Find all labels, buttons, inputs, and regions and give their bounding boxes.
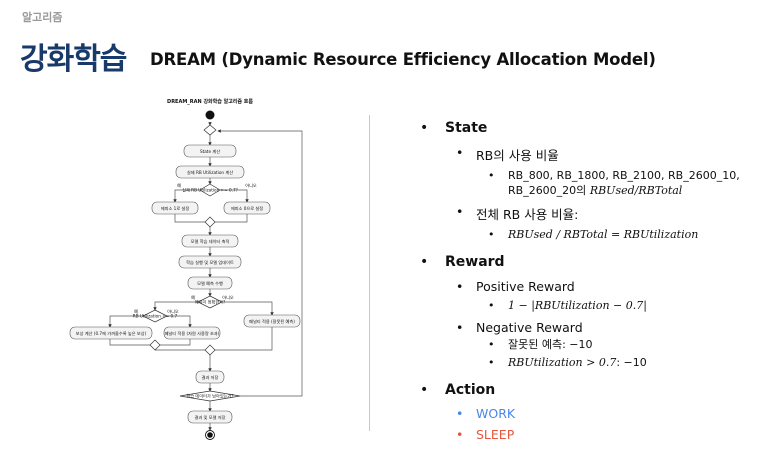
cond-3-no: 아니오 (167, 308, 179, 315)
bullet-negative-2: •RBUtilization > 0.7: −10 (488, 356, 647, 369)
page-title: 강화학습 (20, 42, 127, 77)
bullet-positive-formula: •1 − |RBUtilization − 0.7| (488, 299, 647, 312)
cond-2: 예측이 정확한가? (195, 298, 226, 305)
bullet-state: •State (420, 120, 488, 136)
node-reward: 보상 계산 (0.7에 가까울수록 높은 보상) (76, 330, 147, 337)
cond-4: 학습 데이터가 남아있는가? (186, 392, 233, 399)
start-node (205, 110, 215, 120)
node-action-0: 에피소 0으로 설정 (231, 205, 263, 212)
bullet-rb-list: •RB_800, RB_1800, RB_2100, RB_2600_10,RB… (488, 169, 740, 197)
node-penalty-over: 페널티 적용 (자원 사용량 초과) (165, 330, 220, 337)
algorithm-flowchart: DREAM_RAN 강화학습 알고리즘 흐름 State 계산 실제 RB Ut… (69, 98, 303, 440)
bullet-action: •Action (420, 382, 496, 398)
bullet-sleep: •SLEEP (456, 427, 515, 442)
cond-1: 실제 RB Utilization >= 0.7? (182, 186, 238, 193)
node-final: 결과 및 모델 저장 (195, 414, 226, 421)
bullet-list: •State •RB의 사용 비율 •RB_800, RB_1800, RB_2… (420, 120, 770, 442)
node-train: 학습 실행 및 모델 업데이트 (186, 259, 234, 266)
bullet-reward-label: Reward (445, 254, 505, 270)
cond-2-yes: 예 (191, 295, 195, 301)
vertical-divider (369, 115, 370, 431)
bullet-action-label: Action (445, 382, 496, 398)
bullet-positive: •Positive Reward (456, 279, 575, 294)
bullet-rb-ratio: •RB의 사용 비율 (456, 145, 559, 163)
bullet-negative-1: •잘못된 예측: −10 (488, 338, 593, 351)
node-save-result: 결과 저장 (202, 374, 219, 381)
node-store: 모델 학습 데이터 축적 (191, 238, 230, 245)
node-state: State 계산 (200, 148, 220, 155)
node-rb-util: 실제 RB Utilization 계산 (187, 169, 233, 176)
cond-1-yes: 예 (177, 183, 181, 189)
bullet-state-label: State (445, 120, 488, 136)
cond-1-no: 아니오 (245, 182, 257, 189)
cond-2-no: 아니오 (222, 294, 234, 301)
cond-3-yes: 예 (134, 309, 138, 315)
bullet-reward: •Reward (420, 254, 505, 270)
merge-diamond (203, 124, 217, 136)
bullet-total-formula: •RBUsed / RBTotal = RBUtilization (488, 228, 699, 241)
flowchart-title: DREAM_RAN 강화학습 알고리즘 흐름 (167, 98, 253, 105)
bullet-negative: •Negative Reward (456, 320, 583, 335)
node-penalty-wrong: 페널티 적용 (잘못된 예측) (249, 318, 295, 325)
cond-3: RB Utilization <= 0.7 (133, 313, 178, 318)
category-label: 알고리즘 (22, 11, 63, 24)
bullet-total-ratio: •전체 RB 사용 비율: (456, 204, 579, 222)
page-subtitle: DREAM (Dynamic Resource Efficiency Alloc… (150, 50, 656, 69)
node-action-1: 에피소 1로 설정 (161, 205, 190, 212)
node-predict: 모델 예측 수행 (197, 280, 223, 287)
bullet-work: •WORK (456, 406, 516, 421)
